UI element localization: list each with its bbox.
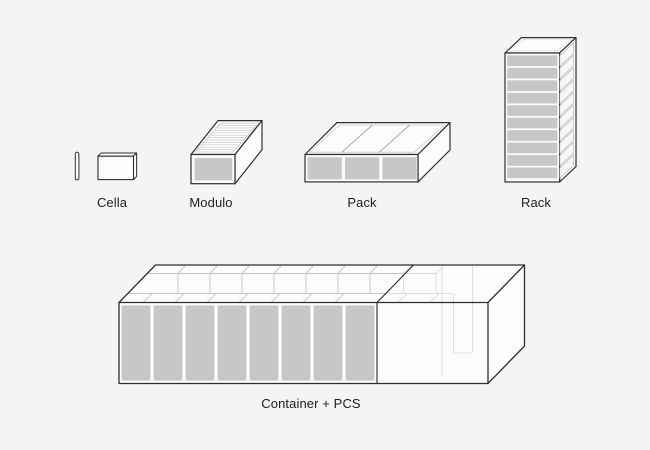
- cella-label: Cella: [96, 195, 128, 210]
- module-figure: [190, 119, 263, 185]
- cell-figure: [74, 151, 138, 181]
- rack-label: Rack: [520, 195, 552, 210]
- container-label: Container + PCS: [261, 396, 361, 411]
- pack-label: Pack: [347, 195, 377, 210]
- rack-figure: [504, 36, 577, 183]
- pack-figure: [304, 121, 451, 183]
- container-pcs-figure: [118, 264, 526, 385]
- modulo-label: Modulo: [189, 195, 233, 210]
